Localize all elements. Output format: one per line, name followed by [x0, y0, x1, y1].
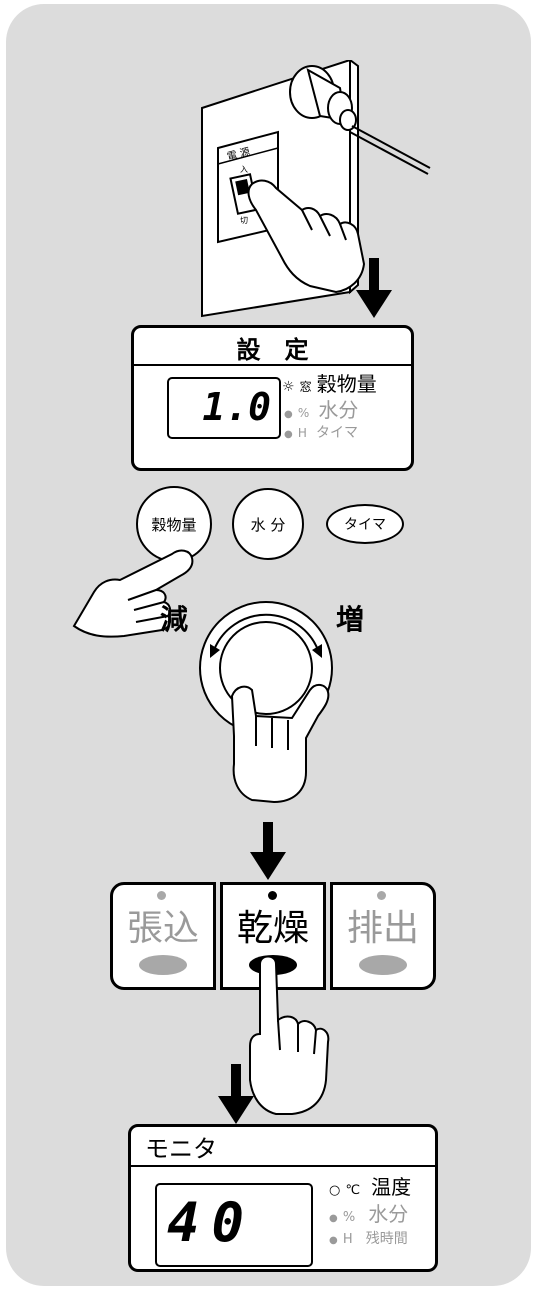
- lamp-dot-icon: ●: [329, 1235, 338, 1246]
- grain-select-button[interactable]: 穀物量: [136, 486, 212, 562]
- indicator-label: タイマ: [315, 425, 358, 441]
- monitor-indicator-remaining-time: ● H 残時間: [329, 1231, 408, 1247]
- monitor-indicator-temperature: ○ ℃ 温度: [329, 1175, 412, 1199]
- indicator-label: 残時間: [365, 1231, 408, 1247]
- increase-label: 増: [336, 603, 365, 636]
- hand-pointer-icon: [247, 179, 366, 294]
- indicator-lamp-icon: [157, 891, 166, 900]
- switch-label-on: 入: [240, 165, 248, 174]
- rotation-arc: [213, 613, 319, 651]
- arrow-left-icon: [210, 644, 220, 658]
- indicator-label: 温度: [371, 1175, 412, 1199]
- settings-display: 1.0: [167, 377, 281, 439]
- indicator-label: 水分: [318, 398, 359, 422]
- discharge-mode-button[interactable]: 排出: [330, 882, 436, 990]
- mode-label: 排出: [346, 908, 419, 949]
- indicator-label: 穀物量: [316, 372, 377, 396]
- button-pad-icon: [139, 955, 187, 975]
- arrow-right-icon: [312, 644, 322, 658]
- sun-lamp-icon: ☼: [282, 379, 295, 395]
- down-arrow-icon: [250, 822, 286, 880]
- monitor-display-value: 40: [167, 1191, 257, 1254]
- monitor-panel-title: モニタ: [145, 1135, 217, 1163]
- settings-indicator-moisture: ● % 水分: [284, 398, 359, 422]
- indicator-label: 水分: [368, 1202, 409, 1226]
- monitor-indicator-moisture: ● % 水分: [329, 1202, 409, 1226]
- timer-select-button[interactable]: タイマ: [326, 504, 404, 544]
- plug-icon: [289, 65, 431, 175]
- settings-indicator-timer: ● H タイマ: [284, 425, 358, 441]
- button-pad-icon: [359, 955, 407, 975]
- settings-display-value: 1.0: [202, 385, 271, 429]
- wall-power-illustration: 電 源 入 切: [201, 60, 431, 318]
- hand-pointer-icon: [249, 955, 330, 1115]
- settings-panel: 設 定 1.0 ☼ 窓 穀物量 ● % 水分 ● H タイマ: [131, 325, 414, 471]
- loading-mode-button[interactable]: 張込: [110, 882, 216, 990]
- mode-label: 張込: [126, 908, 199, 949]
- decrease-label: 減: [160, 603, 189, 636]
- lamp-dot-icon: ●: [329, 1213, 338, 1224]
- lamp-dot-icon: ●: [284, 409, 293, 420]
- monitor-display: 40: [155, 1183, 313, 1267]
- down-arrow-icon: [356, 258, 392, 318]
- lamp-ring-icon: ○: [329, 1183, 341, 1198]
- hand-pointer-icon: [72, 549, 194, 638]
- indicator-lamp-icon: [377, 891, 386, 900]
- settings-indicator-grain: ☼ 窓 穀物量: [282, 372, 377, 396]
- hand-pointer-icon: [230, 684, 330, 804]
- mode-label: 乾燥: [236, 908, 309, 949]
- monitor-panel: モニタ 40 ○ ℃ 温度 ● % 水分 ● H 残時間: [128, 1124, 438, 1272]
- settings-panel-title: 設 定: [236, 336, 309, 364]
- lamp-dot-icon: ●: [284, 429, 293, 440]
- moisture-select-button[interactable]: 水 分: [232, 488, 304, 560]
- down-arrow-icon: [218, 1064, 254, 1124]
- switch-label-off: 切: [240, 216, 248, 225]
- indicator-lamp-icon: [268, 891, 277, 900]
